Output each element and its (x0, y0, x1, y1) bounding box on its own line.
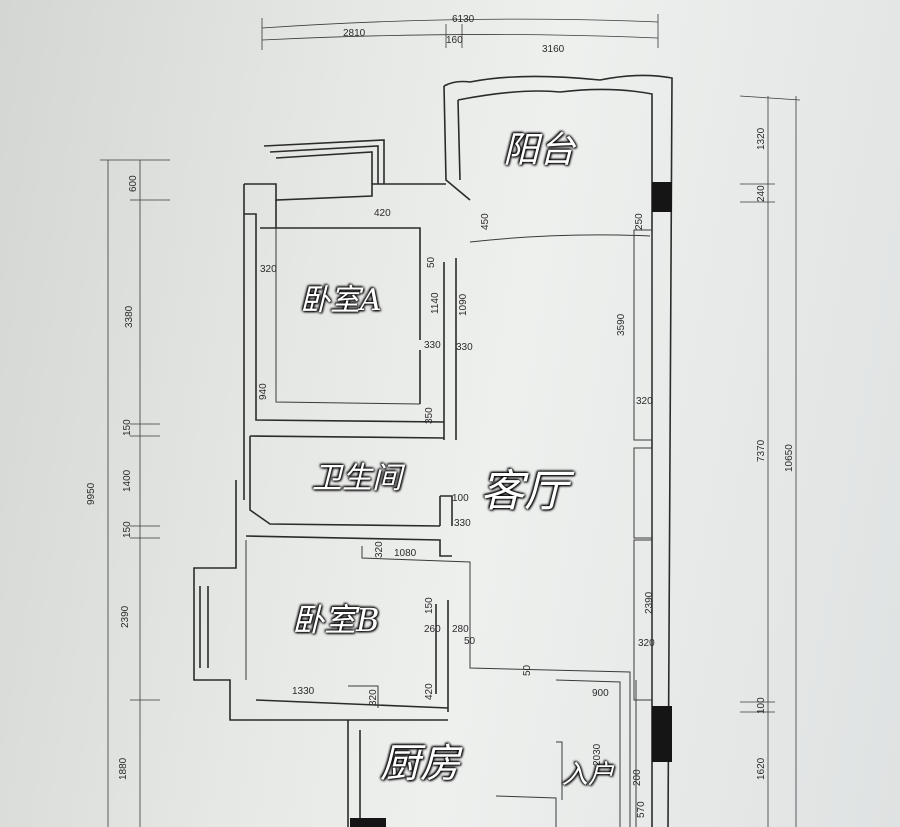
dim-left-1400: 1400 (122, 469, 133, 492)
dim-320-bedB: 320 (374, 541, 385, 558)
dim-330-a: 330 (424, 340, 441, 351)
room-label-balcony: 阳台 (503, 130, 576, 171)
dim-left-3380: 3380 (124, 305, 135, 328)
dim-940: 940 (258, 383, 269, 400)
left-dimensions: 9950 600 3380 150 1400 150 2390 1880 (86, 159, 170, 827)
dim-left-1880: 1880 (118, 757, 129, 780)
dim-200: 200 (632, 769, 643, 786)
top-dimensions: 6130 2810 160 3160 (261, 14, 659, 55)
dim-320-bedA: 320 (260, 264, 277, 275)
room-label-living-room: 客厅 (480, 466, 568, 517)
dim-right-240: 240 (756, 185, 767, 202)
dim-3590: 3590 (616, 313, 627, 336)
dim-50-bedA: 50 (426, 256, 437, 268)
dim-570: 570 (636, 801, 647, 818)
dim-150-bedB: 150 (424, 597, 435, 614)
dim-right-10650: 10650 (784, 444, 795, 472)
dim-50-low: 50 (522, 664, 533, 676)
room-label-bathroom: 卫生间 (312, 461, 402, 496)
dim-top-right: 3160 (542, 44, 565, 55)
dim-420-top: 420 (374, 208, 391, 219)
dim-right-7370: 7370 (756, 439, 767, 462)
dim-top-total: 6130 (452, 14, 475, 25)
dim-260: 260 (424, 624, 441, 635)
dim-280: 280 (452, 624, 469, 635)
dim-right-1620: 1620 (756, 757, 767, 780)
dim-1330: 1330 (292, 686, 315, 697)
dim-1080: 1080 (394, 548, 417, 559)
dim-250: 250 (634, 213, 645, 230)
dim-420-bot: 420 (424, 683, 435, 700)
dim-top-mid: 160 (446, 35, 463, 46)
dim-1140: 1140 (430, 292, 441, 314)
dim-330-b: 330 (456, 342, 473, 353)
dim-320-r1: 320 (636, 396, 653, 407)
dim-top-left: 2810 (343, 28, 366, 39)
dim-900: 900 (592, 688, 609, 699)
room-label-bedroom-b: 卧室B (292, 601, 380, 639)
dim-left-600: 600 (128, 175, 139, 192)
dim-320-bot: 320 (368, 689, 379, 706)
dim-right-1320: 1320 (756, 127, 767, 150)
dim-330-bath: 330 (454, 518, 471, 529)
interior-dimensions: 420 450 320 50 1140 1090 330 330 940 350… (258, 208, 655, 818)
right-dimensions: 1320 240 7370 10650 100 1620 (739, 95, 801, 827)
dim-2030: 2030 (592, 743, 603, 766)
dim-320-r2: 320 (638, 638, 655, 649)
dim-left-150b: 150 (122, 521, 133, 538)
walls (193, 74, 673, 827)
dim-left-2390: 2390 (120, 605, 131, 628)
dim-100-bath: 100 (452, 493, 469, 504)
dim-350: 350 (424, 407, 435, 424)
dim-left-150a: 150 (122, 419, 133, 436)
room-label-bedroom-a: 卧室A (300, 283, 382, 318)
dim-1090: 1090 (458, 293, 469, 316)
room-label-entrance: 入户 (562, 760, 615, 790)
room-label-kitchen: 厨房 (380, 741, 460, 787)
dim-right-100: 100 (756, 697, 767, 714)
dim-left-total: 9950 (86, 482, 97, 505)
dim-450: 450 (480, 213, 491, 230)
dim-50-mid: 50 (464, 636, 476, 647)
dim-2390-r: 2390 (644, 591, 655, 614)
